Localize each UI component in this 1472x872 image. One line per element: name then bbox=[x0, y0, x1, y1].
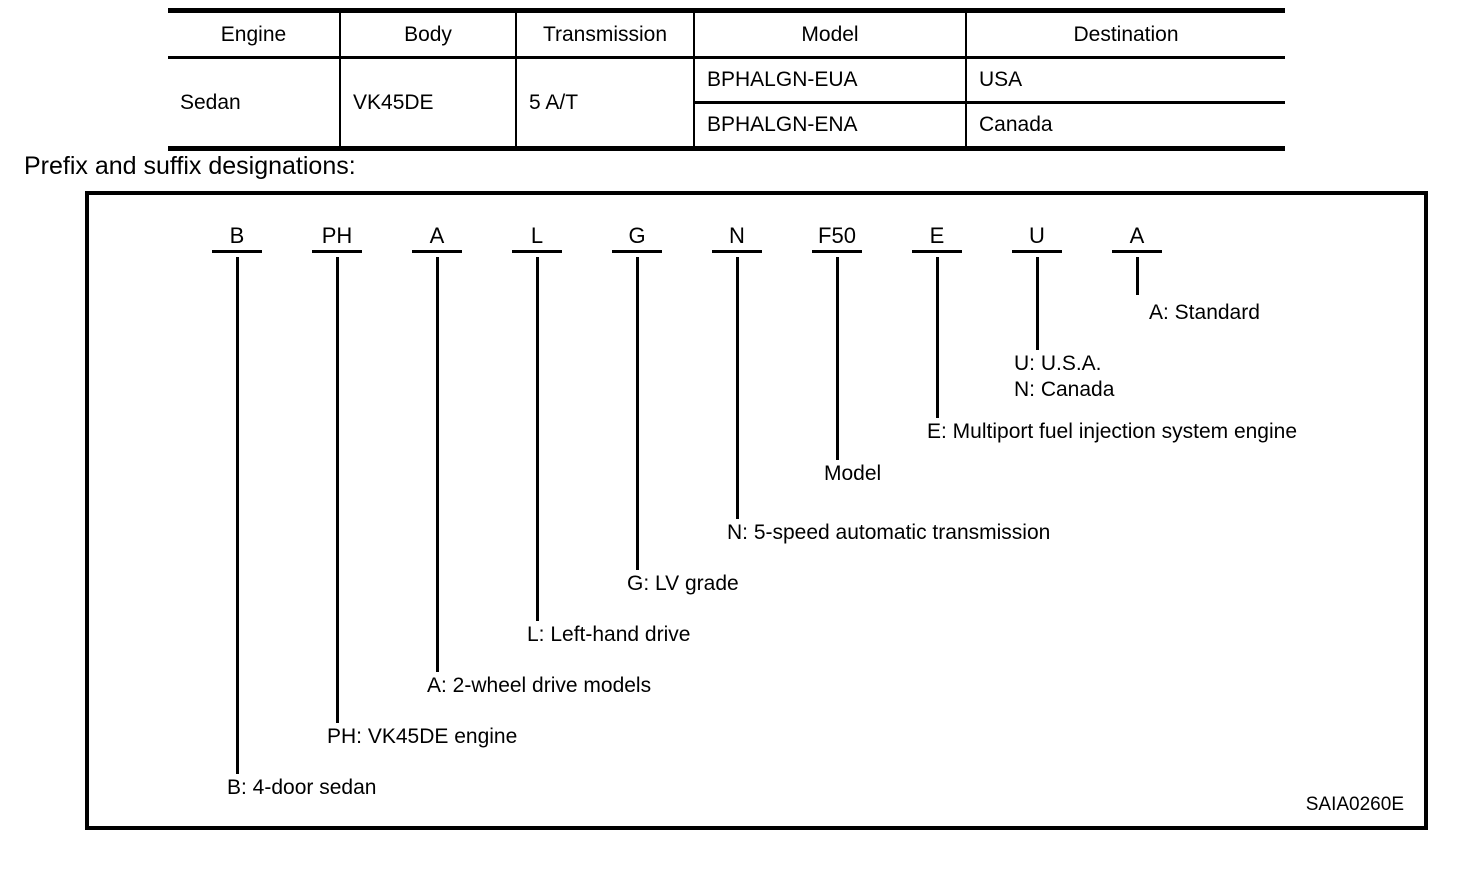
figure-id: SAIA0260E bbox=[1305, 794, 1404, 815]
specification-table: Engine Body Transmission Model Destinati… bbox=[168, 8, 1285, 151]
column-header-engine: Engine bbox=[168, 10, 341, 59]
callout-label: A: 2-wheel drive models bbox=[427, 674, 652, 697]
code-token-underline bbox=[1012, 250, 1062, 253]
code-token-a-9: A bbox=[1112, 225, 1162, 253]
column-header-model: Model bbox=[693, 10, 967, 59]
callout-label: N: 5-speed automatic transmission bbox=[727, 521, 1051, 544]
code-token-ph-1: PH bbox=[312, 225, 362, 253]
prefix-suffix-diagram: SAIA0260E B PH A L G N F50 E U A A: Standard U: U.S… bbox=[85, 191, 1428, 830]
code-token-u-8: U bbox=[1012, 225, 1062, 253]
callout-label: L: Left-hand drive bbox=[527, 623, 691, 646]
code-token-underline bbox=[412, 250, 462, 253]
code-token-label: A bbox=[1129, 223, 1145, 248]
section-heading: Prefix and suffix designations: bbox=[24, 152, 356, 180]
code-token-a-2: A bbox=[412, 225, 462, 253]
code-token-label: E bbox=[929, 223, 945, 248]
callout-label: PH: VK45DE engine bbox=[327, 725, 518, 748]
code-token-underline bbox=[212, 250, 262, 253]
code-token-e-7: E bbox=[912, 225, 962, 253]
callout-label: N: Canada bbox=[1014, 378, 1115, 401]
cell-destination: USA bbox=[965, 57, 1285, 104]
leader-line-e-7 bbox=[936, 257, 939, 418]
leader-line-u-8 bbox=[1036, 257, 1039, 350]
column-header-destination: Destination bbox=[965, 10, 1285, 59]
leader-line-f50-6 bbox=[836, 257, 839, 460]
callout-label: Model bbox=[824, 462, 882, 485]
leader-line-n-5 bbox=[736, 257, 739, 519]
code-token-underline bbox=[912, 250, 962, 253]
callout-label: U: U.S.A. bbox=[1014, 352, 1102, 375]
table-row: BPHALGN-ENA Canada bbox=[168, 102, 1285, 149]
code-token-label: L bbox=[530, 223, 544, 248]
table-header-row: Engine Body Transmission Model Destinati… bbox=[168, 10, 1285, 59]
leader-line-ph-1 bbox=[336, 257, 339, 723]
callout-label: B: 4-door sedan bbox=[227, 776, 377, 799]
code-token-label: N bbox=[729, 223, 745, 248]
code-token-f50-6: F50 bbox=[812, 225, 862, 253]
code-token-label: B bbox=[229, 223, 245, 248]
code-token-n-5: N bbox=[712, 225, 762, 253]
cell-model: BPHALGN-ENA bbox=[694, 102, 967, 149]
code-token-underline bbox=[1112, 250, 1162, 253]
code-token-label: U bbox=[1029, 223, 1045, 248]
callout-label: A: Standard bbox=[1149, 301, 1260, 324]
code-token-label: G bbox=[628, 223, 646, 248]
code-token-underline bbox=[312, 250, 362, 253]
cell-model: BPHALGN-EUA bbox=[693, 57, 967, 104]
leader-line-g-4 bbox=[636, 257, 639, 570]
code-token-l-3: L bbox=[512, 225, 562, 253]
cell-body: VK45DE bbox=[339, 57, 517, 149]
callout-label: E: Multiport fuel injection system engin… bbox=[927, 420, 1298, 443]
code-token-label: A bbox=[429, 223, 445, 248]
diagram-canvas: SAIA0260E B PH A L G N F50 E U A A: Standard U: U.S… bbox=[89, 195, 1424, 826]
leader-line-l-3 bbox=[536, 257, 539, 621]
code-token-label: F50 bbox=[818, 223, 856, 248]
code-token-underline bbox=[712, 250, 762, 253]
code-token-g-4: G bbox=[612, 225, 662, 253]
code-token-b-0: B bbox=[212, 225, 262, 253]
leader-line-a-9 bbox=[1136, 257, 1139, 295]
cell-transmission: 5 A/T bbox=[515, 57, 695, 149]
cell-destination: Canada bbox=[965, 102, 1285, 149]
code-token-underline bbox=[512, 250, 562, 253]
leader-line-a-2 bbox=[436, 257, 439, 672]
callout-label: G: LV grade bbox=[627, 572, 739, 595]
cell-engine: Sedan bbox=[168, 57, 341, 149]
code-token-underline bbox=[612, 250, 662, 253]
table-row: Sedan VK45DE 5 A/T BPHALGN-EUA USA bbox=[168, 57, 1285, 149]
column-header-transmission: Transmission bbox=[515, 10, 695, 59]
code-token-underline bbox=[812, 250, 862, 253]
leader-line-b-0 bbox=[236, 257, 239, 774]
column-header-body: Body bbox=[339, 10, 517, 59]
code-token-label: PH bbox=[321, 223, 353, 248]
